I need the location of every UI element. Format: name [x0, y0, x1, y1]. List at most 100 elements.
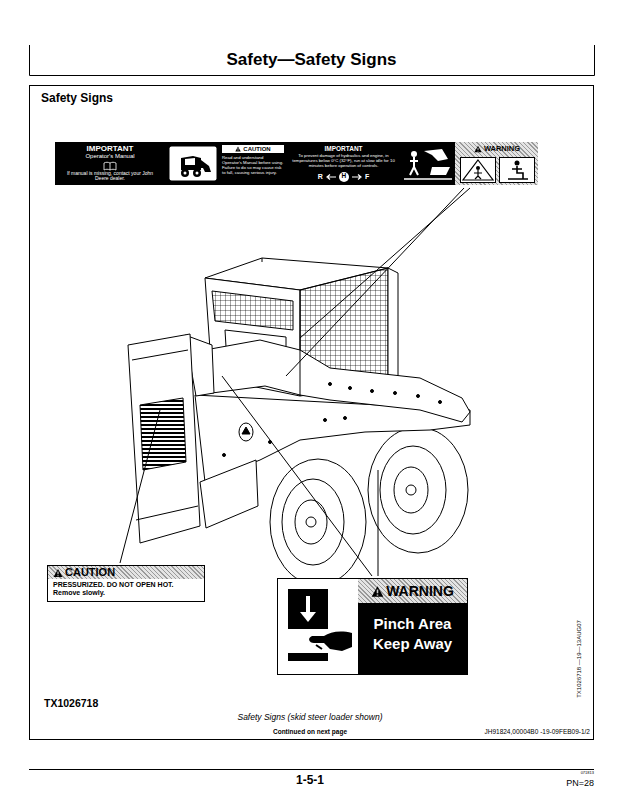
drawing-part [474, 170, 482, 179]
drawing-part [329, 383, 332, 386]
drawing-part [368, 427, 468, 553]
drawing-part [327, 174, 336, 179]
sign-subheading: Operator's Manual [85, 153, 134, 160]
footer-rule [29, 769, 594, 770]
drawing-part [316, 645, 322, 649]
drawing-part [242, 427, 250, 434]
drawing-part [300, 188, 470, 338]
reference-code: 071813 [494, 771, 594, 775]
drawing-part [288, 589, 328, 629]
label-wrap: Continued on next page [210, 728, 410, 735]
reference-code: TX1026718 [44, 697, 164, 709]
drawing-part [352, 174, 361, 179]
drawing-part [57, 571, 58, 576]
drawing-part [212, 291, 293, 330]
caution-header: CAUTION [48, 566, 204, 579]
drawing-part [461, 158, 496, 183]
drawing-part [295, 500, 327, 544]
safety-sign: CAUTIONPRESSURIZED. DO NOT OPEN HOT. Rem… [47, 565, 205, 602]
drawing-part [128, 334, 200, 543]
drawing-part [104, 162, 116, 170]
drawing-part [417, 395, 420, 398]
sign-heading: CAUTION [243, 146, 270, 152]
page-title: Safety—Safety Signs [226, 50, 396, 70]
label-wrap: TX1026718 —19—13AUG07 [576, 609, 582, 709]
neutral-circle: H [339, 172, 349, 182]
direction-row: RHF [291, 172, 396, 182]
page-number: 1-5-1 [260, 773, 360, 787]
drawing-part [371, 390, 374, 393]
warning-triangle [53, 568, 63, 578]
drawing-part [300, 350, 301, 395]
header-rule [30, 45, 595, 76]
label-wrap: 1-5-1 [260, 773, 360, 787]
drawing-part [500, 158, 535, 183]
drawing-part [349, 387, 352, 390]
loader-drawing [128, 258, 470, 585]
drawing-part [372, 586, 384, 596]
arrow-left [326, 174, 336, 180]
drawing-part [476, 166, 480, 170]
drawing-part [404, 178, 452, 180]
figure-caption: Safety Signs (skid steer loader shown) [160, 712, 460, 722]
drawing-part [223, 383, 442, 457]
direction-letter: H [342, 173, 347, 180]
drawing-part [236, 147, 241, 152]
reference-code: PN=28 [494, 778, 594, 788]
caption-wrap: Safety Signs (skid steer loader shown) [160, 712, 460, 722]
safety-sign: WARNING [400, 142, 538, 185]
drawing-part [184, 172, 187, 175]
safety-sign: CAUTION Read and understand Operator's Ma… [165, 142, 287, 185]
drawing-part [410, 157, 418, 175]
sign-heading: IMPORTANT [87, 145, 134, 153]
reference-code: JH91824,00004B0 -19-09FEB09-1/2 [390, 728, 590, 735]
drawing-part [430, 167, 450, 175]
drawing-part [222, 376, 372, 576]
hazard-pictogram [402, 145, 453, 182]
direction-letter: R [318, 173, 323, 180]
drawing-part [200, 460, 258, 528]
warning-header: WARNING [358, 579, 467, 603]
book-icon-holder [100, 160, 120, 171]
drawing-part [120, 410, 160, 563]
content-frame: Safety SignsIMPORTANTOperator's ManualIf… [29, 85, 594, 740]
drawing-part [181, 156, 201, 170]
drawing-part [515, 161, 520, 166]
safety-sign: IMPORTANTTo prevent damage of hydraulics… [287, 142, 400, 185]
loader-icon [169, 146, 217, 181]
sign-heading: IMPORTANT [291, 145, 396, 152]
drawing-part [30, 45, 595, 76]
drawing-part [185, 158, 195, 165]
sign-body: PRESSURIZED. DO NOT OPEN HOT. Remove slo… [48, 579, 204, 600]
sign-body: Read and understand Operator's Manual be… [222, 155, 284, 176]
sign-heading: WARNING [484, 145, 520, 153]
drawing-part [300, 612, 316, 622]
drawing-part [344, 417, 347, 420]
sign-body: If manual is missing, contact your John … [61, 171, 159, 183]
drawing-part [378, 470, 379, 576]
drawing-part [282, 479, 344, 565]
drawing-part [406, 485, 416, 495]
sign-heading: CAUTION [65, 567, 115, 578]
drawing-part [181, 169, 189, 177]
drawing-part [477, 148, 478, 152]
sign-body: To prevent damage of hydraulics and engi… [291, 153, 396, 168]
figure-id: TX1026718 —19—13AUG07 [576, 609, 582, 709]
drawing-part [394, 467, 428, 513]
sign-body: Pinch Area Keep Away [361, 614, 465, 655]
warning-triangle [474, 145, 482, 153]
warning-triangle [371, 585, 384, 598]
drawing-part [201, 160, 211, 172]
drawing-part [324, 419, 327, 422]
drawing-part [193, 169, 201, 177]
drawing-part [136, 506, 198, 520]
drawing-part [170, 147, 217, 181]
drawing-part [132, 350, 188, 360]
drawing-part [239, 423, 253, 441]
drawing-part [380, 446, 446, 534]
drawing-part [424, 149, 448, 161]
drawing-part [388, 268, 398, 392]
drawing-part [262, 258, 263, 262]
leader-lines [120, 188, 470, 576]
